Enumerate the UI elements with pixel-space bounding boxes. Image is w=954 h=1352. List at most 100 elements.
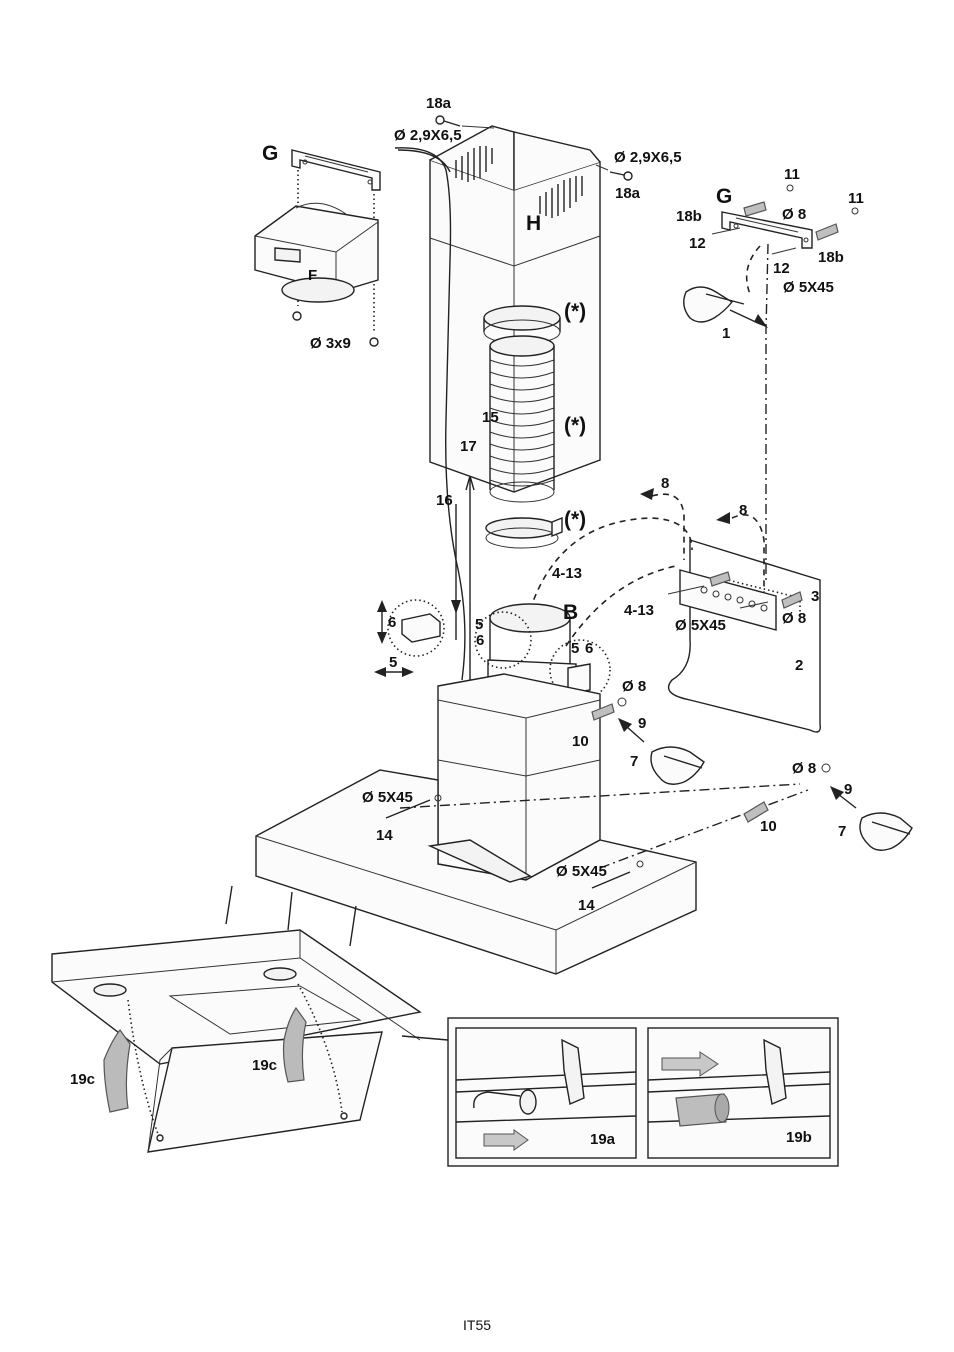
label-7-a: 7 (630, 753, 638, 770)
label-16: 16 (436, 492, 453, 509)
label-12-a: 12 (689, 235, 706, 252)
wall-plug-18b-left (743, 201, 767, 217)
label-14-a: 14 (376, 827, 393, 844)
label-d3x9: Ø 3x9 (310, 335, 351, 352)
label-19c-a: 19c (70, 1071, 95, 1088)
callout-connector (401, 1035, 449, 1041)
duct-clamp-bottom (485, 516, 563, 549)
detail-19b (647, 1027, 831, 1159)
page-number: IT55 (463, 1317, 491, 1333)
screw-5x45-mid-b (739, 601, 769, 609)
charcoal-filter-f (254, 202, 379, 303)
label-6-c: 6 (585, 640, 593, 657)
label-1: 1 (722, 325, 730, 342)
washer-8-a (617, 697, 627, 707)
fixing-axis-upper (399, 783, 801, 809)
vertical-axis-line (765, 243, 769, 580)
label-11-b: 11 (848, 190, 864, 207)
screw-12-b (771, 247, 797, 255)
label-10-a: 10 (572, 733, 589, 750)
label-f: F (308, 267, 317, 284)
washer-11-b (851, 207, 859, 215)
screw-18a-right-leader (595, 164, 609, 171)
wall-2 (667, 539, 821, 733)
latch-right (567, 663, 591, 695)
label-d8-mid: Ø 8 (782, 610, 806, 627)
fixing-axis-lower (599, 789, 809, 869)
wall-plug-3-a (709, 571, 731, 587)
label-8-a: 8 (661, 475, 669, 492)
dashed-arrow-4-13-lower (565, 565, 677, 647)
label-b: B (563, 601, 578, 624)
detail-circle-right (549, 639, 611, 701)
label-5-a: 5 (475, 616, 483, 633)
upper-bracket-g (721, 211, 813, 249)
label-9-a: 9 (638, 715, 646, 732)
label-5-b: 5 (389, 654, 397, 671)
label-19b: 19b (786, 1129, 812, 1146)
label-d5x45-left: Ø 5X45 (362, 789, 413, 806)
screw-14-b (591, 860, 644, 889)
label-d29-top: Ø 2,9X6,5 (394, 127, 462, 144)
hand-pencil-7-right (830, 786, 913, 851)
label-9-b: 9 (844, 781, 852, 798)
label-d8-lower: Ø 8 (622, 678, 646, 695)
label-10-b: 10 (760, 818, 777, 835)
label-8-b: 8 (739, 502, 747, 519)
panel-screw-b (340, 1112, 348, 1120)
double-arrow-horizontal (374, 667, 414, 677)
power-cable-end (397, 149, 451, 173)
label-19a: 19a (590, 1131, 616, 1148)
arrow-head-8-right (716, 512, 730, 524)
label-5-c: 5 (571, 640, 579, 657)
label-18b-b: 18b (818, 249, 844, 266)
wall-plug-10-a (591, 703, 615, 721)
label-g-right: G (716, 185, 732, 208)
screw-3x9-a (292, 311, 302, 321)
label-3: 3 (811, 588, 819, 605)
panel-dotted-right (297, 983, 343, 1113)
detail-circle-latch (387, 599, 445, 657)
label-2: 2 (795, 657, 803, 674)
label-d5x45-mid: Ø 5X45 (675, 617, 726, 634)
label-h: H (526, 212, 541, 235)
panel-screw-a (156, 1134, 164, 1142)
label-15: 15 (482, 409, 499, 426)
lower-bracket (679, 569, 777, 631)
screw-18a-top-leader (461, 125, 495, 129)
flexible-duct (483, 305, 561, 503)
label-star-c: (*) (564, 508, 586, 531)
hood-canopy (255, 769, 697, 975)
latch-6-detail (401, 613, 441, 643)
label-d8-right: Ø 8 (792, 760, 816, 777)
label-17: 17 (460, 438, 477, 455)
label-star-b: (*) (564, 414, 586, 437)
hand-pencil-7-left (618, 718, 705, 785)
label-7-b: 7 (838, 823, 846, 840)
rail-19b (647, 1038, 831, 1127)
arrow-head-8-left (640, 488, 654, 500)
screw-3x9-b (369, 337, 379, 347)
washer-11-a (786, 184, 794, 192)
wall-plug-10-b (743, 801, 769, 823)
arrow-19b (661, 1051, 719, 1077)
screw-14-a (385, 794, 442, 819)
arrow-19a (483, 1129, 529, 1151)
screw-18a-right (609, 171, 633, 181)
label-d8-top: Ø 8 (782, 206, 806, 223)
label-11-a: 11 (784, 166, 800, 183)
label-g-left: G (262, 142, 278, 165)
filter-bracket-g (291, 149, 381, 191)
front-panel (147, 1031, 383, 1153)
guide-lines-top (225, 885, 357, 947)
dashed-arrow-4-13-upper (529, 517, 693, 611)
label-12-b: 12 (773, 260, 790, 277)
screw-18a-top (435, 115, 461, 127)
label-18b-a: 18b (676, 208, 702, 225)
dashed-arrow-8-right (731, 514, 765, 600)
label-star-a: (*) (564, 300, 586, 323)
screw-5x45-mid-a (667, 585, 705, 595)
label-d29-right: Ø 2,9X6,5 (614, 149, 682, 166)
